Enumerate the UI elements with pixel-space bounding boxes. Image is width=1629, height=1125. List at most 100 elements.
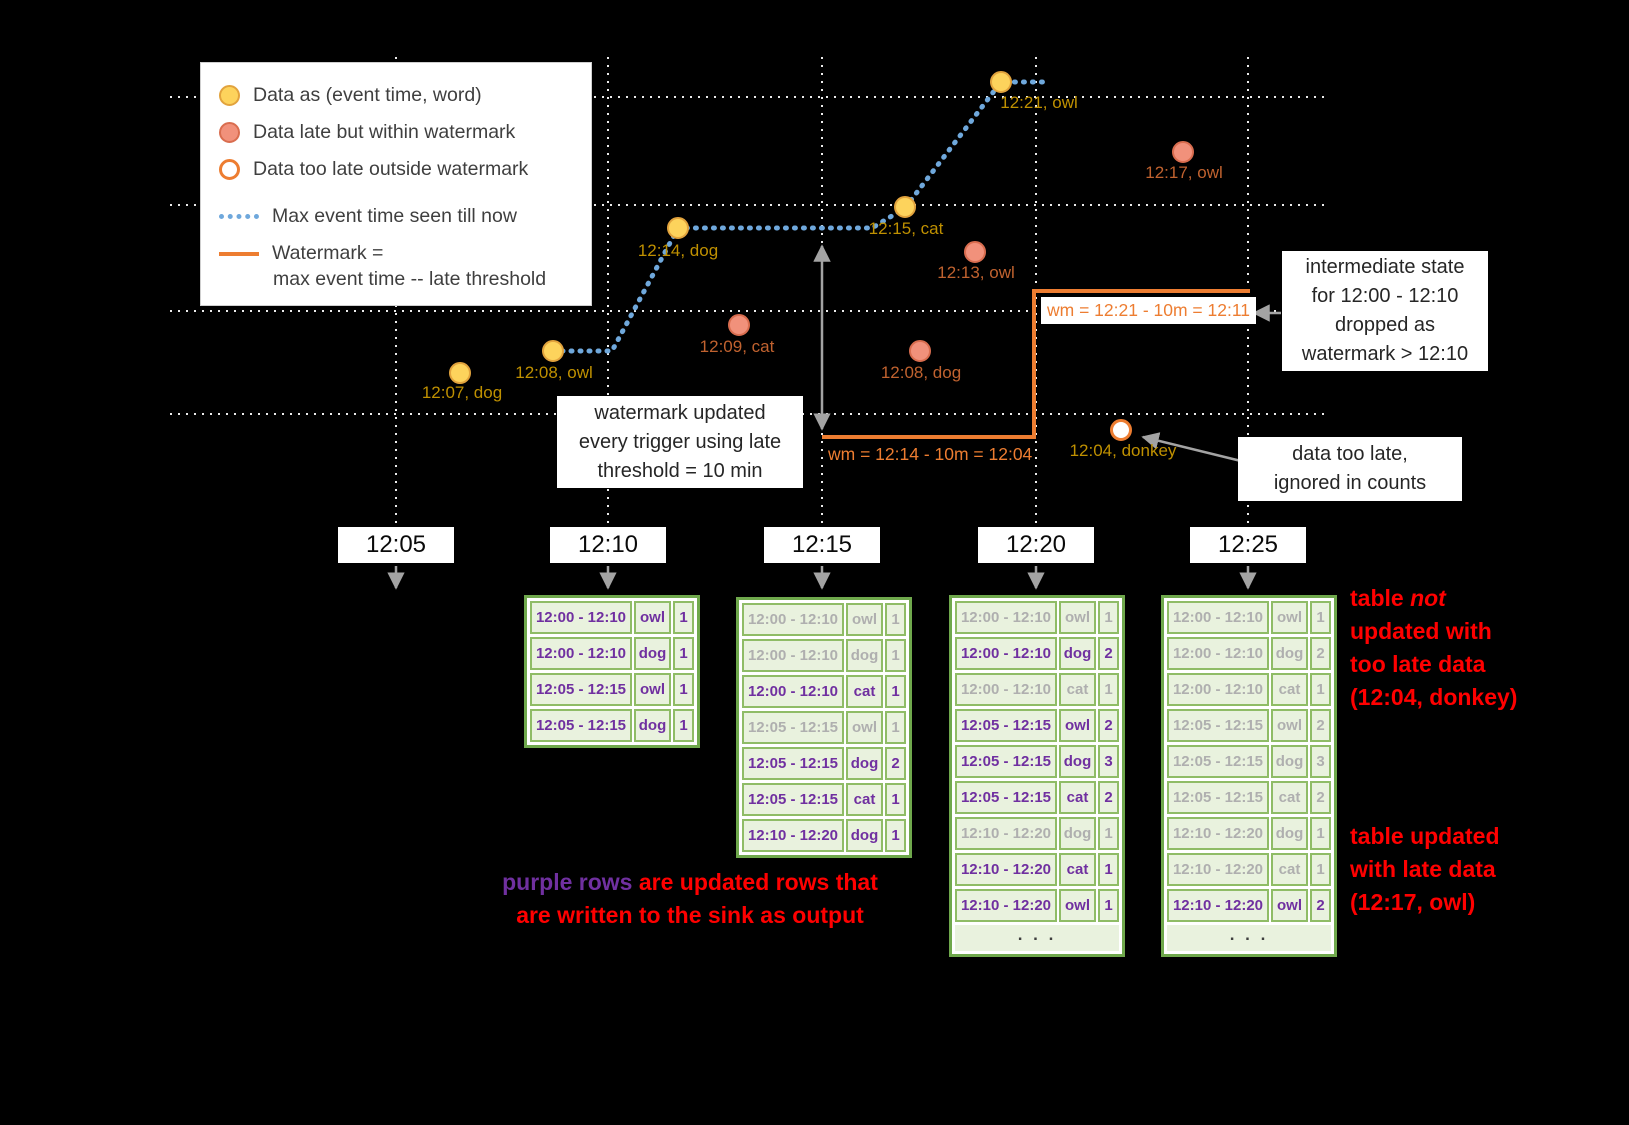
callout-too-late: data too late, ignored in counts bbox=[1238, 437, 1462, 501]
legend: Data as (event time, word) Data late but… bbox=[200, 62, 592, 306]
on-time-dot-icon bbox=[219, 85, 240, 106]
table-cell-word: owl bbox=[846, 603, 883, 636]
callout-line: ignored in counts bbox=[1273, 472, 1427, 494]
table-cell-window: 12:00 - 12:10 bbox=[530, 637, 632, 670]
note-table-updated: table updated with late data (12:17, owl… bbox=[1350, 820, 1620, 919]
watermark-line bbox=[822, 289, 1250, 439]
table-cell-word: owl bbox=[634, 601, 671, 634]
table-cell-count: 1 bbox=[885, 711, 906, 744]
note-line: table not bbox=[1350, 582, 1620, 615]
table-cell-window: 12:05 - 12:15 bbox=[530, 709, 632, 742]
note-text-italic: not bbox=[1410, 585, 1446, 611]
table-row-ellipsis: . . . bbox=[1167, 925, 1331, 951]
table-cell-word: owl bbox=[1271, 889, 1308, 922]
table-cell-window: 12:10 - 12:20 bbox=[1167, 817, 1269, 850]
note-line: (12:17, owl) bbox=[1350, 889, 1476, 915]
table-cell-word: dog bbox=[1059, 745, 1096, 778]
callout-line: watermark > 12:10 bbox=[1301, 343, 1469, 365]
legend-item-watermark-cont: max event time -- late threshold bbox=[219, 265, 573, 293]
data-point-on-time bbox=[990, 71, 1012, 93]
table-cell-window: 12:05 - 12:15 bbox=[742, 783, 844, 816]
table-cell-window: 12:00 - 12:10 bbox=[742, 675, 844, 708]
table-cell-count: 1 bbox=[1098, 889, 1119, 922]
data-point-on-time bbox=[894, 196, 916, 218]
table-cell-window: 12:05 - 12:15 bbox=[1167, 745, 1269, 778]
table-cell-word: dog bbox=[1271, 817, 1308, 850]
legend-label: Data as (event time, word) bbox=[253, 84, 482, 106]
callout-line: every trigger using late bbox=[578, 430, 782, 453]
table-cell-window: 12:10 - 12:20 bbox=[1167, 889, 1269, 922]
note-text: table bbox=[1350, 585, 1411, 611]
table-cell-word: dog bbox=[1271, 745, 1308, 778]
table-cell-word: cat bbox=[1271, 781, 1308, 814]
table-cell-count: 1 bbox=[1310, 601, 1331, 634]
data-point-late bbox=[909, 340, 931, 362]
data-point-label: 12:09, cat bbox=[699, 337, 775, 356]
data-point-on-time bbox=[449, 362, 471, 384]
table-cell-word: owl bbox=[1059, 709, 1096, 742]
solid-line-icon bbox=[219, 251, 259, 256]
table-cell-count: 1 bbox=[885, 675, 906, 708]
table-cell-window: 12:00 - 12:10 bbox=[1167, 673, 1269, 706]
table-cell-window: 12:05 - 12:15 bbox=[742, 711, 844, 744]
callout-watermark-update: watermark updated every trigger using la… bbox=[557, 396, 803, 488]
table-cell-count: 1 bbox=[1098, 673, 1119, 706]
table-cell-word: dog bbox=[846, 639, 883, 672]
table-cell-window: 12:05 - 12:15 bbox=[955, 709, 1057, 742]
callout-line: data too late, bbox=[1292, 443, 1408, 465]
table-cell-count: 1 bbox=[1098, 601, 1119, 634]
data-point-on-time bbox=[542, 340, 564, 362]
table-cell-count: 1 bbox=[1098, 817, 1119, 850]
table-cell-word: dog bbox=[1271, 637, 1308, 670]
table-cell-word: cat bbox=[1059, 673, 1096, 706]
data-point-label: 12:21, owl bbox=[1000, 93, 1078, 112]
note-line: updated with bbox=[1350, 618, 1492, 644]
table-cell-word: owl bbox=[846, 711, 883, 744]
table-cell-word: owl bbox=[1059, 601, 1096, 634]
table-cell-count: 1 bbox=[1310, 817, 1331, 850]
too-late-ring-icon bbox=[219, 159, 240, 180]
data-point-on-time bbox=[667, 217, 689, 239]
table-cell-word: dog bbox=[846, 747, 883, 780]
table-cell-window: 12:05 - 12:15 bbox=[1167, 709, 1269, 742]
note-line: too late data bbox=[1350, 651, 1486, 677]
data-point-label: 12:17, owl bbox=[1145, 163, 1223, 182]
table-cell-word: cat bbox=[1059, 853, 1096, 886]
table-cell-window: 12:10 - 12:20 bbox=[742, 819, 844, 852]
note-line: purple rows are updated rows that bbox=[460, 866, 920, 899]
table-cell-window: 12:00 - 12:10 bbox=[742, 639, 844, 672]
table-cell-word: cat bbox=[1271, 673, 1308, 706]
note-purple-highlight: purple rows bbox=[502, 869, 633, 895]
table-cell-count: 2 bbox=[1310, 637, 1331, 670]
table-cell-count: 2 bbox=[1310, 889, 1331, 922]
callout-line: threshold = 10 min bbox=[597, 459, 763, 482]
table-cell-count: 1 bbox=[885, 819, 906, 852]
table-cell-window: 12:10 - 12:20 bbox=[955, 817, 1057, 850]
time-tick-12-05: 12:05 bbox=[338, 527, 454, 563]
note-table-not-updated: table not updated with too late data (12… bbox=[1350, 582, 1620, 714]
table-cell-count: 3 bbox=[1098, 745, 1119, 778]
data-point-label: 12:08, dog bbox=[880, 363, 962, 382]
data-point-label: 12:14, dog bbox=[637, 241, 719, 260]
table-cell-count: 2 bbox=[885, 747, 906, 780]
table-cell-word: cat bbox=[846, 675, 883, 708]
table-cell-window: 12:00 - 12:10 bbox=[742, 603, 844, 636]
table-cell-word: owl bbox=[1271, 601, 1308, 634]
table-cell-window: 12:05 - 12:15 bbox=[955, 745, 1057, 778]
table-cell-word: owl bbox=[1271, 709, 1308, 742]
